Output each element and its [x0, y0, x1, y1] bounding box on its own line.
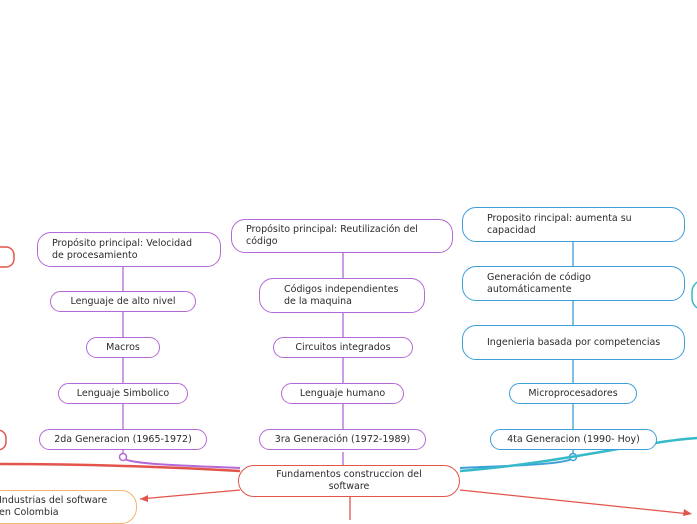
gen4-item-node[interactable]: Generación de código automáticamente — [462, 266, 685, 301]
gen4-title-node[interactable]: 4ta Generacion (1990- Hoy) — [490, 429, 657, 450]
gen3-title-node[interactable]: 3ra Generación (1972-1989) — [259, 429, 426, 450]
connector-line — [0, 462, 241, 473]
industries-label: Industrias del software en Colombia — [0, 495, 108, 518]
gen2-item-label: Lenguaje Simbolico — [76, 387, 170, 399]
gen4-item-label: Generación de código automáticamente — [487, 271, 591, 295]
partial-node-left-bottom — [0, 429, 7, 451]
gen2-item-node[interactable]: Lenguaje de alto nivel — [50, 291, 196, 312]
connector-line — [459, 489, 691, 515]
connector-dot — [118, 452, 128, 462]
industries-node[interactable]: Industrias del software en Colombia — [0, 490, 137, 524]
connector-line — [459, 436, 697, 473]
gen3-item-node[interactable]: Circuitos integrados — [273, 337, 413, 358]
arrow-head — [683, 509, 692, 516]
gen2-title-label: 2da Generacion (1965-1972) — [54, 433, 192, 445]
gen3-item-label: Lenguaje humano — [299, 387, 386, 399]
gen4-title-label: 4ta Generacion (1990- Hoy) — [507, 433, 640, 445]
partial-node-left-top — [0, 246, 15, 268]
gen3-purpose-node[interactable]: Propósito principal: Reutilización del c… — [231, 219, 453, 253]
gen2-item-node[interactable]: Macros — [86, 337, 160, 358]
gen3-item-label: Códigos independientes de la maquina — [284, 283, 399, 307]
arrow-head — [140, 495, 148, 502]
gen2-title-node[interactable]: 2da Generacion (1965-1972) — [39, 429, 207, 450]
root-label: Fundamentos construccion del software — [276, 469, 422, 492]
gen4-item-node[interactable]: Ingenieria basada por competencias — [462, 325, 685, 360]
gen2-item-label: Macros — [106, 341, 140, 353]
partial-node-right — [691, 281, 697, 309]
gen2-purpose-node[interactable]: Propósito principal: Velocidad de proces… — [37, 232, 221, 267]
gen4-item-node[interactable]: Microprocesadores — [509, 383, 637, 404]
gen2-item-label: Lenguaje de alto nivel — [70, 295, 176, 307]
gen3-title-label: 3ra Generación (1972-1989) — [274, 433, 411, 445]
gen4-item-label: Microprocesadores — [528, 387, 618, 399]
gen3-purpose-label: Propósito principal: Reutilización del c… — [246, 224, 418, 247]
gen4-purpose-label: Proposito rincipal: aumenta su capacidad — [487, 212, 632, 236]
gen4-item-label: Ingenieria basada por competencias — [487, 336, 661, 348]
root-node[interactable]: Fundamentos construccion del software — [238, 465, 460, 497]
gen2-purpose-label: Propósito principal: Velocidad de proces… — [52, 237, 193, 261]
gen3-item-label: Circuitos integrados — [295, 341, 391, 353]
gen4-purpose-node[interactable]: Proposito rincipal: aumenta su capacidad — [462, 207, 685, 242]
connector-line — [139, 489, 241, 500]
gen2-item-node[interactable]: Lenguaje Simbolico — [58, 383, 188, 404]
gen3-item-node[interactable]: Lenguaje humano — [281, 383, 404, 404]
gen3-item-node[interactable]: Códigos independientes de la maquina — [259, 278, 425, 313]
